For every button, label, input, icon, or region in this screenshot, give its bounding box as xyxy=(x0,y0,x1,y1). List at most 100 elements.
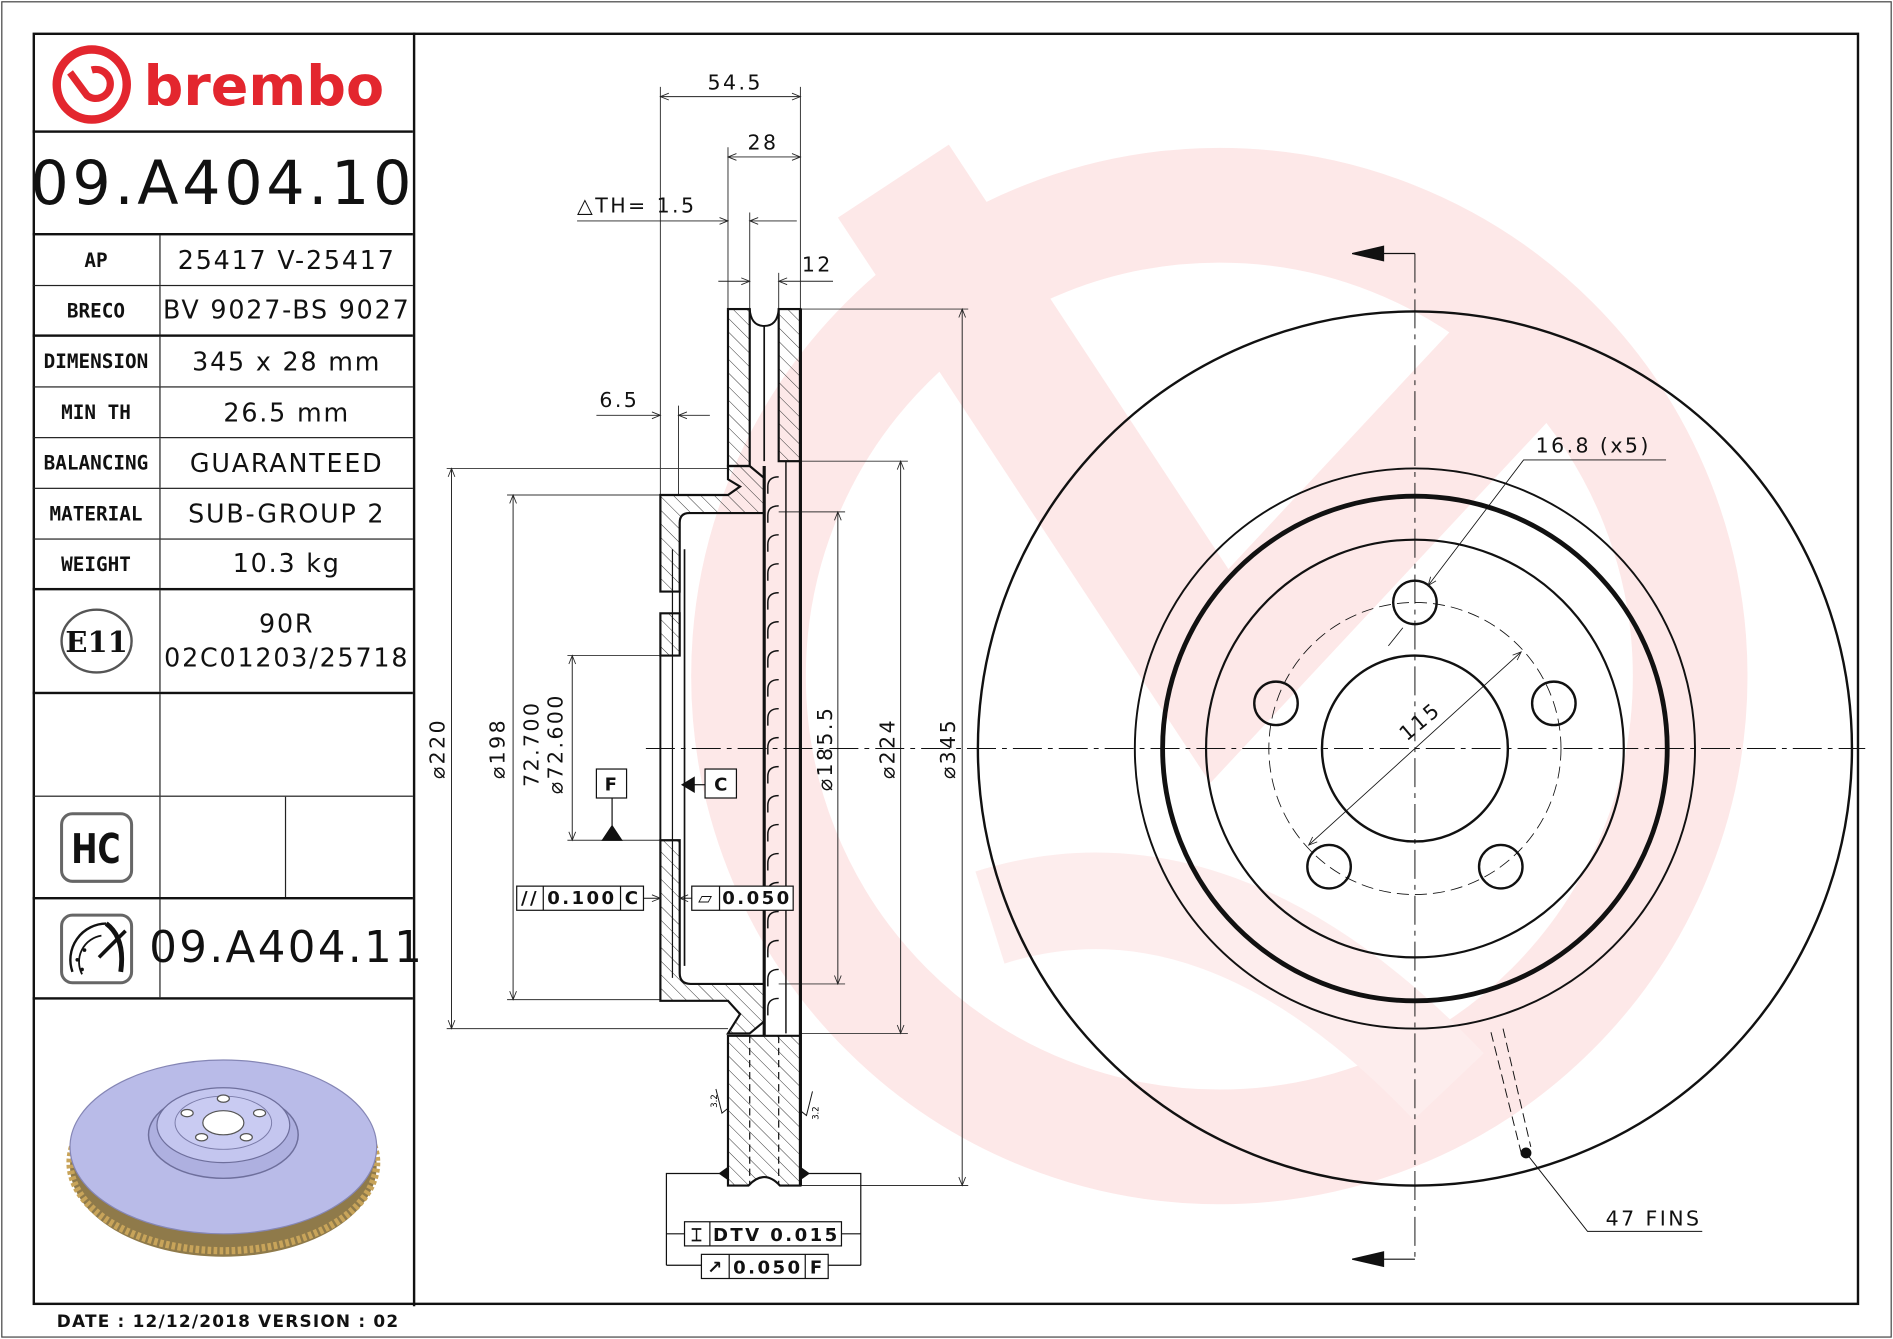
hc-row-divider xyxy=(284,796,287,898)
spec-label: WEIGHT xyxy=(33,539,161,588)
cooling-fin xyxy=(767,678,779,697)
hc-row: HC xyxy=(32,796,413,900)
hat-neck-top xyxy=(659,464,766,593)
cooling-fin xyxy=(767,968,779,987)
cert-line-1: 90R xyxy=(259,609,315,639)
brembo-logo: brembo xyxy=(52,45,385,124)
part-number: 09.A404.10 xyxy=(30,147,416,218)
spec-row-ap: AP 25417 V-25417 xyxy=(32,235,413,287)
parallelism-value: 0.100 xyxy=(547,888,616,909)
bolt-hole xyxy=(1530,680,1577,727)
spec-value: 25417 V-25417 xyxy=(177,245,396,275)
dim-d224: ⌀224 xyxy=(876,718,900,779)
datum-f-label: F xyxy=(605,775,620,796)
e11-mark: E11 xyxy=(33,590,161,692)
drawing-frame xyxy=(32,32,1860,1306)
brand-text: brembo xyxy=(144,54,385,119)
alt-part-row: 09.A404.11 xyxy=(32,899,425,1000)
spec-label: MATERIAL xyxy=(33,488,161,539)
dim-d345: ⌀345 xyxy=(936,718,960,779)
parallelism-datum: C xyxy=(625,888,641,909)
datum-c-label: C xyxy=(714,775,730,796)
certification-text: 90R 02C01203/25718 xyxy=(161,590,413,691)
section-dimension-labels: 54.5 28 △TH= 1.5 12 6.5 ⌀220 ⌀198 72.700… xyxy=(425,70,960,1278)
alt-part-number: 09.A404.11 xyxy=(149,923,425,974)
dim-delta-th: △TH= 1.5 xyxy=(577,193,696,217)
spec-row-weight: WEIGHT 10.3 kg xyxy=(32,539,413,591)
cooling-fin xyxy=(767,765,779,784)
dim-d185: ⌀185.5 xyxy=(813,706,837,792)
spec-value: SUB-GROUP 2 xyxy=(188,499,386,529)
svg-text:HC: HC xyxy=(71,825,120,872)
bolt-hole xyxy=(1253,680,1299,727)
hat-wall-segment xyxy=(659,612,681,657)
cooling-fin xyxy=(767,621,779,639)
spec-label: BALANCING xyxy=(33,438,161,488)
cooling-fin xyxy=(767,736,779,755)
cooling-fin xyxy=(767,476,779,494)
section-arrow-bottom-icon xyxy=(1352,1251,1385,1268)
cooling-fin xyxy=(767,997,779,1016)
bolt-hole-label: 16.8 (x5) xyxy=(1536,434,1651,458)
cooling-fin xyxy=(767,794,779,813)
spec-label: BRECO xyxy=(33,286,161,335)
dim-d220: ⌀220 xyxy=(425,718,449,779)
spec-label: MIN TH xyxy=(33,387,161,438)
date-version: DATE : 12/12/2018 VERSION : 02 xyxy=(56,1312,400,1332)
spec-value: 345 x 28 mm xyxy=(192,347,382,377)
cooling-fin xyxy=(767,505,779,523)
cooling-fin xyxy=(767,592,779,610)
part-number-row: 09.A404.10 xyxy=(30,133,416,236)
dim-bore-max: 72.700 xyxy=(519,701,543,787)
dtv-symbol: ⌶ xyxy=(691,1225,704,1246)
runout-symbol: ↗ xyxy=(707,1258,725,1279)
dim-hat-wall: 6.5 xyxy=(599,388,639,412)
dim-thickness: 28 xyxy=(748,131,779,155)
spec-value: 10.3 kg xyxy=(232,549,341,579)
roughness-inboard: 3.2 xyxy=(709,1094,719,1107)
spec-value: GUARANTEED xyxy=(189,448,384,478)
flatness-symbol: ▱ xyxy=(698,888,714,909)
cooling-fin xyxy=(767,534,779,552)
dim-bore-min: ⌀72.600 xyxy=(544,693,568,794)
spec-row-balancing: BALANCING GUARANTEED xyxy=(32,438,413,489)
blank-row xyxy=(32,694,413,797)
dim-overall-width: 54.5 xyxy=(708,70,763,94)
hat-neck-bottom xyxy=(659,839,766,1035)
cooling-fin xyxy=(767,563,779,581)
spec-row-dimension: DIMENSION 345 x 28 mm xyxy=(32,336,413,388)
runout-value: 0.050 xyxy=(733,1258,802,1279)
spec-label: DIMENSION xyxy=(33,336,161,387)
roughness-outboard: 3.2 xyxy=(811,1106,821,1119)
hc-badge-icon: HC xyxy=(59,811,133,883)
section-arrow-top-icon xyxy=(1352,245,1385,262)
spec-label: AP xyxy=(33,235,161,285)
cooling-fin xyxy=(767,910,779,929)
cooling-fin xyxy=(767,939,779,958)
cooling-fin xyxy=(767,852,779,871)
logo-row: brembo xyxy=(32,33,413,133)
flatness-value: 0.050 xyxy=(722,888,791,909)
runout-datum: F xyxy=(810,1258,825,1279)
dim-vent: 12 xyxy=(802,253,833,277)
section-view xyxy=(446,86,1866,1280)
disc-render-image xyxy=(66,1059,381,1257)
spec-value: 26.5 mm xyxy=(223,397,351,427)
fins-label: 47 FINS xyxy=(1606,1206,1702,1230)
cooling-fin xyxy=(767,707,779,726)
coated-disc-icon xyxy=(33,899,161,998)
svg-text:E11: E11 xyxy=(65,625,127,659)
render-row xyxy=(33,1000,413,1304)
dim-d198: ⌀198 xyxy=(486,718,510,779)
cooling-fin xyxy=(767,649,779,668)
parallelism-symbol: // xyxy=(521,888,539,909)
rotor-bottom-section xyxy=(726,1034,802,1187)
blank-cell xyxy=(33,694,161,796)
dtv-value: DTV 0.015 xyxy=(713,1225,840,1246)
front-view xyxy=(976,245,1854,1268)
